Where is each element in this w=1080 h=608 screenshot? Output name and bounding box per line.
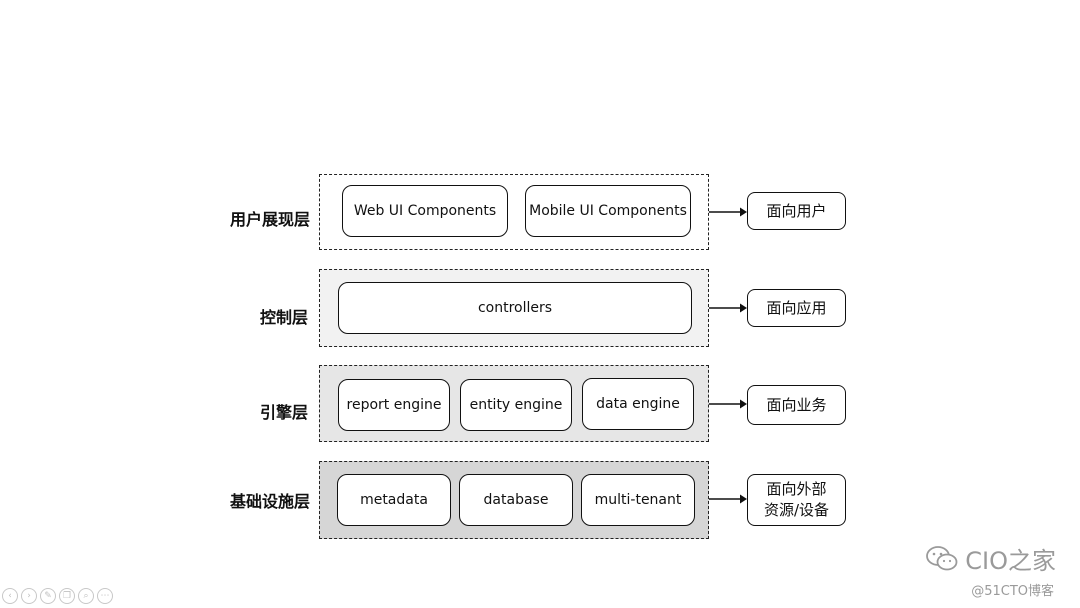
- target-business-line1: 面向业务: [766, 395, 827, 414]
- copy-icon[interactable]: ❐: [59, 588, 75, 604]
- component-report-engine: report engine: [338, 379, 450, 431]
- component-data-engine: data engine: [582, 378, 694, 430]
- layer-label-presentation: 用户展现层: [229, 210, 310, 229]
- component-mobile-ui: Mobile UI Components: [525, 185, 691, 237]
- component-multi-tenant: multi-tenant: [581, 474, 695, 526]
- target-external-resources: 面向外部 资源/设备: [747, 474, 846, 526]
- watermark-sub-text: @51CTO博客: [971, 584, 1054, 599]
- zoom-icon[interactable]: ⌕: [78, 588, 94, 604]
- target-external-line1: 面向外部: [766, 480, 827, 498]
- component-controllers: controllers: [338, 282, 692, 334]
- layer-presentation: Web UI Components Mobile UI Components: [319, 174, 709, 250]
- component-entity-engine: entity engine: [460, 379, 572, 431]
- layer-infrastructure: metadata database multi-tenant: [319, 461, 709, 539]
- more-icon[interactable]: ⋯: [97, 588, 113, 604]
- arrow-engine: [709, 399, 747, 409]
- layer-label-engine: 引擎层: [259, 403, 308, 422]
- component-metadata: metadata: [337, 474, 451, 526]
- target-applications: 面向应用: [747, 289, 846, 327]
- pen-icon[interactable]: ✎: [40, 588, 56, 604]
- target-users: 面向用户: [747, 192, 846, 230]
- arrow-presentation: [709, 207, 747, 217]
- slide-toolbar: ‹ › ✎ ❐ ⌕ ⋯: [2, 588, 113, 604]
- next-icon[interactable]: ›: [21, 588, 37, 604]
- watermark-brand: CIO之家: [925, 541, 1056, 576]
- layer-label-control: 控制层: [259, 308, 308, 327]
- component-web-ui: Web UI Components: [342, 185, 508, 237]
- target-applications-line1: 面向应用: [766, 298, 827, 317]
- layer-control: controllers: [319, 269, 709, 347]
- target-users-line1: 面向用户: [766, 201, 827, 220]
- arrow-infrastructure: [709, 494, 747, 504]
- layer-engine: report engine entity engine data engine: [319, 365, 709, 442]
- layer-label-infrastructure: 基础设施层: [229, 492, 310, 511]
- target-business: 面向业务: [747, 385, 846, 425]
- arrow-control: [709, 303, 747, 313]
- watermark-main-text: CIO之家: [965, 547, 1056, 575]
- prev-icon[interactable]: ‹: [2, 588, 18, 604]
- component-database: database: [459, 474, 573, 526]
- wechat-icon: [926, 545, 958, 570]
- target-external-line2: 资源/设备: [763, 501, 830, 519]
